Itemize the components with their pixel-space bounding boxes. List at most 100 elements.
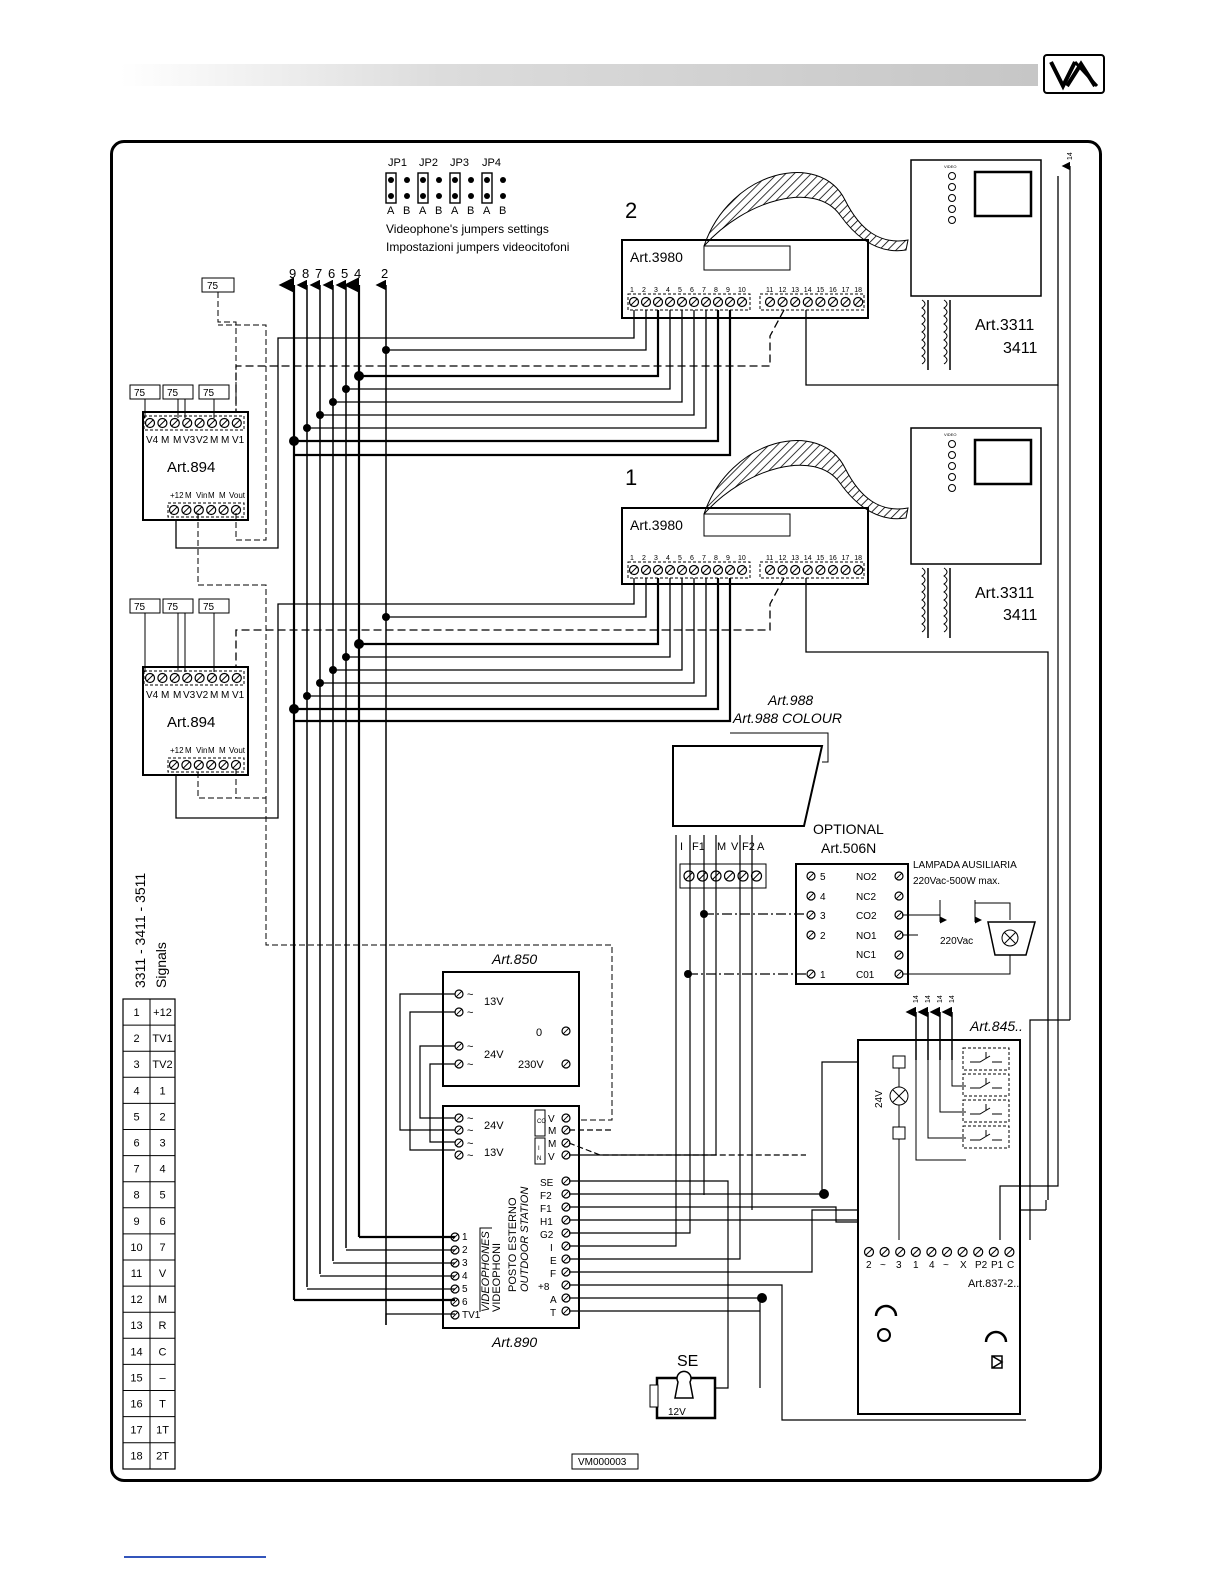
transformer-230v: 230V [518, 1059, 544, 1071]
decoder-terminal-number: 3 [654, 287, 658, 294]
power-mini-label: I [538, 1146, 540, 1152]
screw-slot [182, 506, 190, 514]
doorlock-name: SE [677, 1353, 698, 1370]
dist-bot-label: M [219, 491, 226, 500]
camera-term: F2 [742, 841, 755, 853]
resistors [129, 277, 235, 614]
pu-vertical-label: POSTO ESTERNO [507, 1197, 519, 1292]
jumper-pin [420, 177, 426, 183]
screw-terminal [182, 672, 193, 684]
screw-slot [726, 566, 734, 574]
screw-slot [804, 298, 812, 306]
camera-term: A [757, 841, 765, 853]
transformer-art850: Art.850 13V 24V 0 230V ~~~~ [442, 951, 580, 1087]
jumper-pin [484, 177, 490, 183]
screw-terminal [219, 672, 230, 684]
dist-top-label: V2 [196, 690, 209, 701]
screw-slot [455, 1126, 463, 1134]
decoder-terminal-number: 3 [654, 555, 658, 562]
panel-arrow-label: 14 [913, 995, 920, 1003]
videophone-index: 2 [625, 198, 637, 223]
bus-arrows: 9 8 7 6 5 4 2 [278, 266, 388, 1325]
screw-terminal [853, 296, 864, 308]
jumper-ab-label: A [387, 205, 395, 217]
decoder-terminal-number: 16 [829, 555, 837, 562]
pu-right-term: E [550, 1256, 557, 1267]
transformer-24v: 24V [484, 1049, 504, 1061]
resistor-label: 75 [203, 602, 215, 613]
screw-terminal [806, 969, 816, 979]
transformer-0: 0 [536, 1027, 542, 1039]
dist-bot-label: +12 [170, 746, 184, 755]
screw-slot [208, 419, 216, 427]
screw-slot [807, 892, 815, 900]
footer-link-underline[interactable] [124, 1556, 266, 1558]
resistor-wires [144, 292, 613, 1121]
decoder-terminal-number: 14 [804, 555, 812, 562]
pu-left-term: 3 [462, 1258, 468, 1269]
screw-terminal [712, 564, 724, 576]
screw-terminal [764, 296, 776, 308]
call-button [962, 1125, 1010, 1149]
screw-terminal [840, 296, 851, 308]
decoder-terminal-number: 8 [714, 287, 718, 294]
dist-top-label: M [173, 435, 181, 446]
panel-term: P2 [975, 1260, 988, 1271]
screw-slot [207, 506, 215, 514]
screw-slot [702, 566, 710, 574]
screw-slot [895, 872, 903, 880]
screw-slot [562, 1229, 570, 1237]
button-contact [970, 1130, 1002, 1141]
dist-top-label: V3 [183, 690, 196, 701]
screw-terminal [815, 564, 826, 576]
screw-terminal [806, 910, 816, 920]
screw-slot [816, 298, 824, 306]
jumper-pin [452, 193, 458, 199]
screw-terminal [454, 1113, 464, 1123]
screw-terminal [193, 504, 204, 516]
panel-arrow-label: 14 [925, 995, 932, 1003]
relay-left-term: 3 [820, 911, 826, 922]
lamp-spec: 220Vac-500W max. [913, 876, 1000, 887]
ac-symbol: ~ [467, 1059, 473, 1071]
screw-slot [195, 506, 203, 514]
screw-terminal [806, 891, 816, 901]
screw-slot [146, 674, 154, 682]
screw-slot [455, 1151, 463, 1159]
pu-right-term: +8 [538, 1282, 550, 1293]
dist-top-label: M [210, 435, 218, 446]
dist-top-label: V2 [196, 435, 209, 446]
panel-art845: Art.845.. 24V 2 ~ 3 1 4 ~ X P2 P1 C Art.… [857, 152, 1074, 1415]
screw-terminal [454, 1138, 464, 1148]
power-unit-art890: Art.890 24V 13V CO I N ~~~~ V M M V SE F… [442, 1105, 580, 1350]
pu-left-term: 2 [462, 1245, 468, 1256]
screw-terminal [910, 1246, 921, 1258]
screw-terminal [696, 870, 709, 882]
screw-terminal [894, 891, 904, 901]
decoder-terminal-number: 6 [690, 287, 694, 294]
table-cell-index: 6 [133, 1138, 139, 1150]
screw-slot [791, 566, 799, 574]
pu-right-term: A [550, 1295, 557, 1306]
pu-left-term: 5 [462, 1284, 468, 1295]
panel-term: 3 [896, 1260, 902, 1271]
pu-right-term: T [550, 1308, 556, 1319]
screw-terminal [736, 564, 748, 576]
screw-slot [562, 1281, 570, 1289]
monitor-art-alt: 3411 [1003, 340, 1038, 357]
table-cell-signal: 7 [159, 1242, 165, 1254]
screw-slot [714, 566, 722, 574]
screw-slot [220, 761, 228, 769]
jumper-caption-en: Videophone's jumpers settings [386, 222, 549, 236]
dist-top-label: V3 [183, 435, 196, 446]
screw-terminal [454, 989, 464, 999]
camera-art988: Art.988 Art.988 COLOUR I F1 M V F2 A [672, 692, 842, 889]
screw-terminal [206, 417, 218, 429]
screw-terminal [688, 564, 700, 576]
screw-slot [183, 674, 191, 682]
screw-slot [562, 1216, 570, 1224]
screw-terminal [230, 504, 242, 516]
relay-left-term: 4 [820, 892, 826, 903]
panel-term: 2 [866, 1260, 872, 1271]
screw-terminal [182, 417, 193, 429]
